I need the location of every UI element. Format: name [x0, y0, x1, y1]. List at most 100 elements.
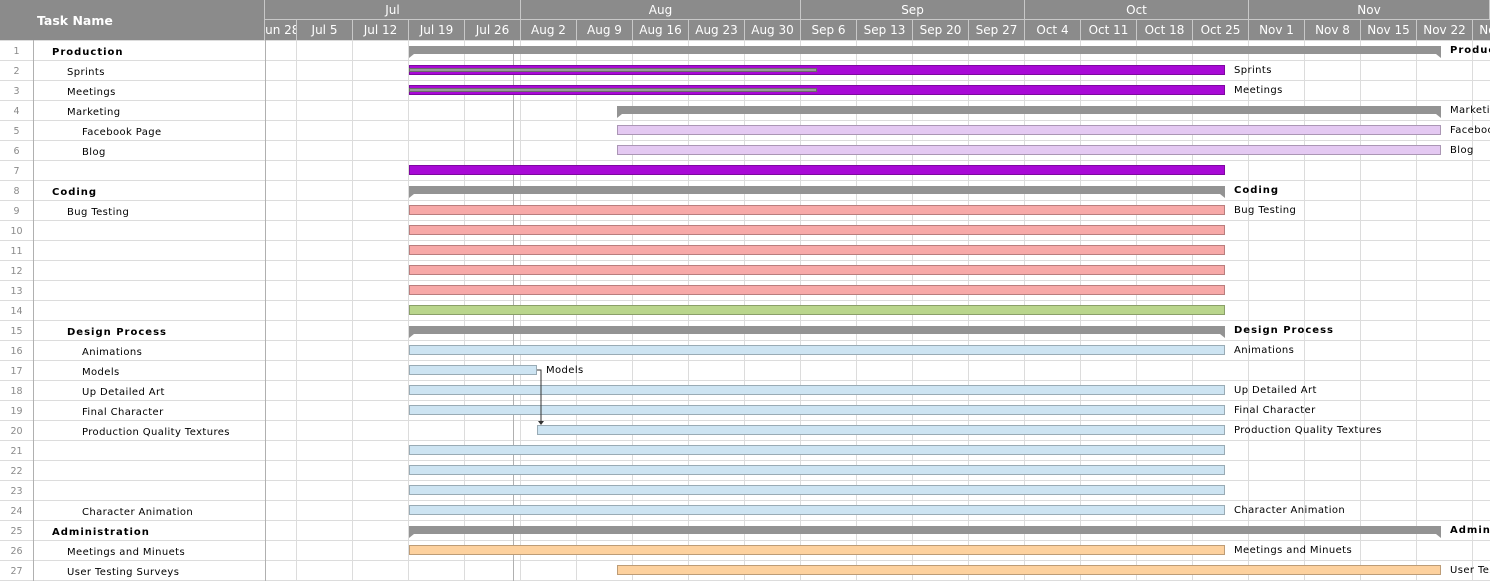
- row-number[interactable]: 24: [10, 505, 23, 517]
- task-name-cell[interactable]: Models: [82, 366, 120, 378]
- row-number[interactable]: 23: [10, 485, 23, 497]
- task-name-cell[interactable]: User Testing Surveys: [67, 566, 180, 578]
- row-number[interactable]: 27: [10, 565, 23, 577]
- row-number[interactable]: 13: [10, 285, 23, 297]
- task-bar[interactable]: [617, 565, 1441, 575]
- row-number[interactable]: 15: [10, 325, 23, 337]
- task-name-cell[interactable]: Administration: [52, 526, 150, 538]
- task-name-cell[interactable]: [33, 161, 265, 181]
- row-number[interactable]: 8: [13, 185, 20, 197]
- row-number[interactable]: 11: [10, 245, 23, 257]
- summary-bar[interactable]: [409, 526, 1441, 534]
- task-bar[interactable]: [617, 145, 1441, 155]
- task-bar[interactable]: [409, 505, 1225, 515]
- column-divider: [33, 40, 34, 581]
- task-name-cell[interactable]: [33, 281, 265, 301]
- summary-bar[interactable]: [409, 326, 1225, 334]
- row-number[interactable]: 1: [13, 45, 20, 57]
- task-name-cell[interactable]: Blog: [82, 146, 106, 158]
- task-name-cell[interactable]: Design Process: [67, 326, 167, 338]
- task-bar[interactable]: [537, 425, 1225, 435]
- progress-bar: [409, 68, 817, 72]
- week-header: Oct 25: [1193, 20, 1249, 40]
- row-number[interactable]: 22: [10, 465, 23, 477]
- row-number[interactable]: 2: [13, 65, 20, 77]
- row-number[interactable]: 10: [10, 225, 23, 237]
- task-bar[interactable]: [409, 545, 1225, 555]
- task-name-cell[interactable]: [33, 461, 265, 481]
- task-name-cell[interactable]: Meetings: [67, 86, 116, 98]
- row-divider: [0, 440, 1490, 441]
- row-number[interactable]: 6: [13, 145, 20, 157]
- task-bar[interactable]: [409, 305, 1225, 315]
- row-number[interactable]: 18: [10, 385, 23, 397]
- row-number[interactable]: 25: [10, 525, 23, 537]
- task-name-cell[interactable]: Production Quality Textures: [82, 426, 230, 438]
- row-number[interactable]: 19: [10, 405, 23, 417]
- week-header: Nov 22: [1417, 20, 1473, 40]
- task-name-cell[interactable]: Meetings and Minuets: [67, 546, 186, 558]
- summary-bar[interactable]: [409, 186, 1225, 194]
- row-number[interactable]: 9: [13, 205, 20, 217]
- row-divider: [0, 460, 1490, 461]
- task-name-cell[interactable]: Up Detailed Art: [82, 386, 165, 398]
- bar-label: Bug Testing: [1234, 204, 1297, 216]
- row-number[interactable]: 7: [13, 165, 20, 177]
- week-gridline: [352, 40, 353, 581]
- task-name-cell[interactable]: [33, 301, 265, 321]
- task-bar[interactable]: [409, 445, 1225, 455]
- task-bar[interactable]: [409, 205, 1225, 215]
- task-bar[interactable]: [409, 465, 1225, 475]
- row-divider: [0, 340, 1490, 341]
- row-number[interactable]: 20: [10, 425, 23, 437]
- task-name-cell[interactable]: Facebook Page: [82, 126, 162, 138]
- month-header: Sep: [801, 0, 1025, 20]
- task-bar[interactable]: [409, 225, 1225, 235]
- task-name-cell[interactable]: Animations: [82, 346, 143, 358]
- row-number[interactable]: 4: [13, 105, 20, 117]
- task-name-cell[interactable]: Production: [52, 46, 124, 58]
- task-bar[interactable]: [409, 265, 1225, 275]
- task-bar[interactable]: [409, 165, 1225, 175]
- row-number[interactable]: 16: [10, 345, 23, 357]
- week-header: Nov 15: [1361, 20, 1417, 40]
- task-name-cell[interactable]: Marketing: [67, 106, 121, 118]
- task-bar[interactable]: [409, 285, 1225, 295]
- row-number[interactable]: 3: [13, 85, 20, 97]
- row-number[interactable]: 17: [10, 365, 23, 377]
- summary-end-cap: [1436, 114, 1441, 118]
- task-bar[interactable]: [409, 405, 1225, 415]
- task-bar[interactable]: [409, 365, 537, 375]
- row-divider: [0, 260, 1490, 261]
- summary-end-cap: [1436, 54, 1441, 58]
- row-number[interactable]: 26: [10, 545, 23, 557]
- month-header: Jul: [265, 0, 521, 20]
- row-divider: [0, 140, 1490, 141]
- task-name-cell[interactable]: Sprints: [67, 66, 105, 78]
- row-number[interactable]: 5: [13, 125, 20, 137]
- task-bar[interactable]: [617, 125, 1441, 135]
- row-divider: [0, 160, 1490, 161]
- task-name-cell[interactable]: Coding: [52, 186, 98, 198]
- task-name-cell[interactable]: [33, 261, 265, 281]
- row-number[interactable]: 21: [10, 445, 23, 457]
- task-name-cell[interactable]: Bug Testing: [67, 206, 130, 218]
- week-header: Oct 4: [1025, 20, 1081, 40]
- summary-bar[interactable]: [617, 106, 1441, 114]
- task-name-cell[interactable]: [33, 241, 265, 261]
- task-name-cell[interactable]: Final Character: [82, 406, 164, 418]
- task-name-cell[interactable]: [33, 221, 265, 241]
- row-number[interactable]: 14: [10, 305, 23, 317]
- task-bar[interactable]: [409, 345, 1225, 355]
- task-name-cell[interactable]: [33, 481, 265, 501]
- progress-bar: [409, 88, 817, 92]
- task-name-cell[interactable]: [33, 441, 265, 461]
- row-number[interactable]: 12: [10, 265, 23, 277]
- summary-bar[interactable]: [409, 46, 1441, 54]
- bar-label: Animations: [1234, 344, 1295, 356]
- task-name-column-header[interactable]: Task Name: [33, 0, 265, 40]
- task-bar[interactable]: [409, 385, 1225, 395]
- task-bar[interactable]: [409, 485, 1225, 495]
- task-name-cell[interactable]: Character Animation: [82, 506, 194, 518]
- task-bar[interactable]: [409, 245, 1225, 255]
